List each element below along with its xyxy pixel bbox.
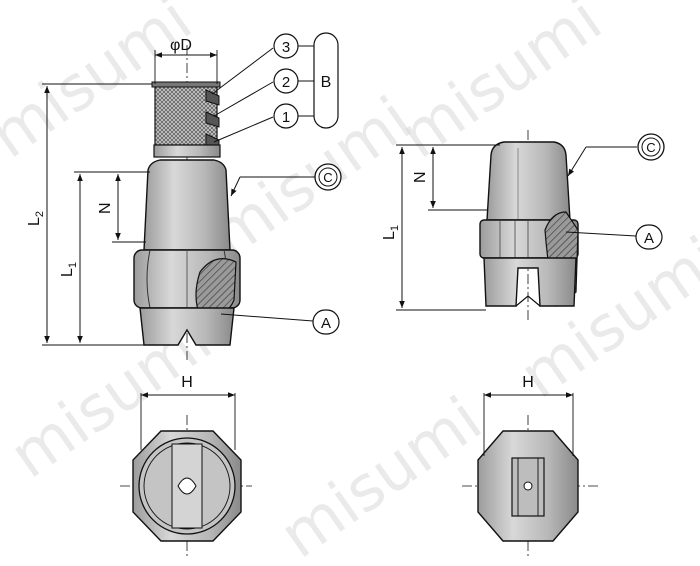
callout-c-left-text: C (323, 170, 332, 185)
left-side-view (42, 45, 241, 360)
bottom-right-dim-h: H (484, 374, 573, 398)
left-dim-l1: L1 (59, 174, 83, 343)
callout-3: 3 (211, 33, 299, 95)
left-dim-phi-d: φD (155, 37, 217, 58)
bottom-left-dim-h: H (141, 374, 235, 398)
right-dim-l1-sub: 1 (389, 225, 401, 231)
callout-b-text: B (321, 74, 332, 91)
svg-text:L1: L1 (381, 225, 401, 240)
callout-c-right-text: C (646, 140, 655, 155)
svg-text:L2: L2 (26, 211, 46, 226)
right-side-view (396, 130, 579, 320)
callout-a-right-text: A (644, 230, 654, 247)
callout-b: B (298, 32, 339, 129)
callout-a-right: A (565, 224, 663, 250)
bottom-left-end-view (120, 393, 252, 556)
callout-2: 2 (213, 68, 299, 117)
dim-l1-sub: 1 (67, 262, 79, 268)
bottom-right-dim-h-label: H (522, 374, 534, 391)
callout-1: 1 (213, 103, 299, 143)
callout-3-text: 3 (282, 39, 290, 56)
right-dim-l1: L1 (381, 147, 405, 308)
dim-l1-label: L (59, 268, 76, 277)
callout-2-text: 2 (282, 74, 290, 91)
watermark-text-5: misumi (267, 382, 495, 566)
callout-a-left: A (220, 309, 340, 335)
bottom-left-dim-h-label: H (181, 374, 193, 391)
left-dim-l2: L2 (26, 86, 50, 343)
dim-l2-label: L (26, 217, 43, 226)
svg-text:L1: L1 (59, 262, 79, 277)
right-dim-n: N (412, 147, 436, 208)
dim-l2-sub: 2 (34, 211, 46, 217)
callout-1-text: 1 (282, 109, 290, 126)
callout-a-left-text: A (321, 315, 331, 332)
callout-c-left: C (230, 163, 342, 197)
right-dim-n-label: N (412, 171, 429, 183)
left-dim-n: N (97, 174, 121, 240)
right-dim-l1-label: L (381, 231, 398, 240)
dim-phi-d-label: φD (170, 37, 192, 54)
callout-c-right: C (567, 133, 665, 177)
bottom-right-end-view (462, 393, 598, 556)
dim-n-label: N (97, 202, 114, 214)
